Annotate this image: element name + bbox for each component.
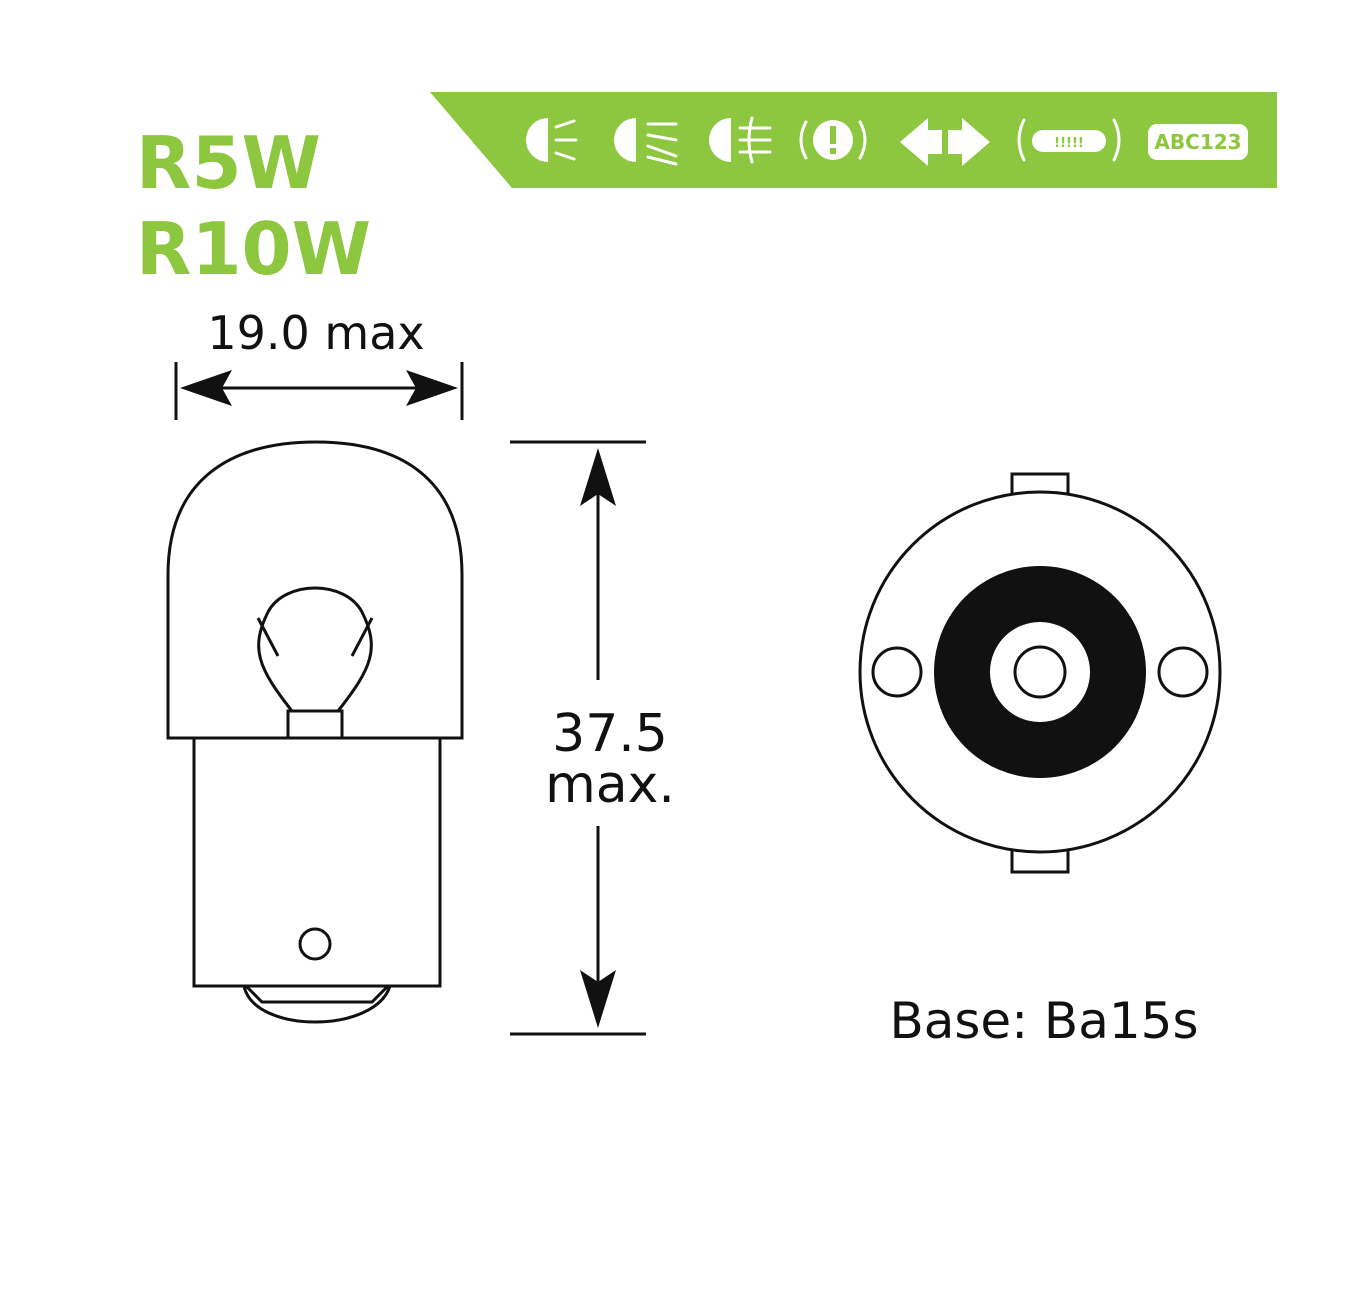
center-contact [1013, 645, 1067, 699]
bulb-base [192, 736, 442, 988]
filament-mount [286, 709, 344, 740]
title-r10w: R10W [136, 207, 371, 291]
warning-light-icon [799, 120, 867, 160]
bulb-side-view [166, 440, 464, 1024]
height-value: 37.5 [552, 704, 668, 764]
base-label: Base: Ba15s [889, 992, 1198, 1050]
svg-text:!!!!!: !!!!! [1054, 136, 1084, 151]
turn-signal-icon [900, 118, 990, 166]
left-pin [871, 646, 923, 698]
title-r5w: R5W [136, 121, 321, 205]
bulb-contact [242, 985, 392, 1024]
low-beam-icon [614, 118, 678, 166]
side-light-icon [526, 118, 578, 162]
height-suffix: max. [545, 755, 675, 815]
plate-text-icon: ABC123 [1148, 124, 1248, 160]
license-plate-light-icon: !!!!! [1017, 118, 1121, 162]
plate-text: ABC123 [1154, 130, 1241, 154]
filament [257, 586, 373, 712]
width-label: 19.0 max [207, 306, 424, 360]
height-dimension: 37.5 max. [510, 440, 675, 1036]
base-end-view [858, 472, 1222, 874]
bulb-glass [166, 440, 464, 740]
icon-banner: !!!!! ABC123 [430, 92, 1277, 188]
right-pin [1157, 646, 1209, 698]
banner-background [430, 92, 1277, 188]
width-dimension: 19.0 max [174, 306, 464, 420]
fog-light-icon [709, 116, 772, 164]
base-pin [298, 927, 332, 961]
